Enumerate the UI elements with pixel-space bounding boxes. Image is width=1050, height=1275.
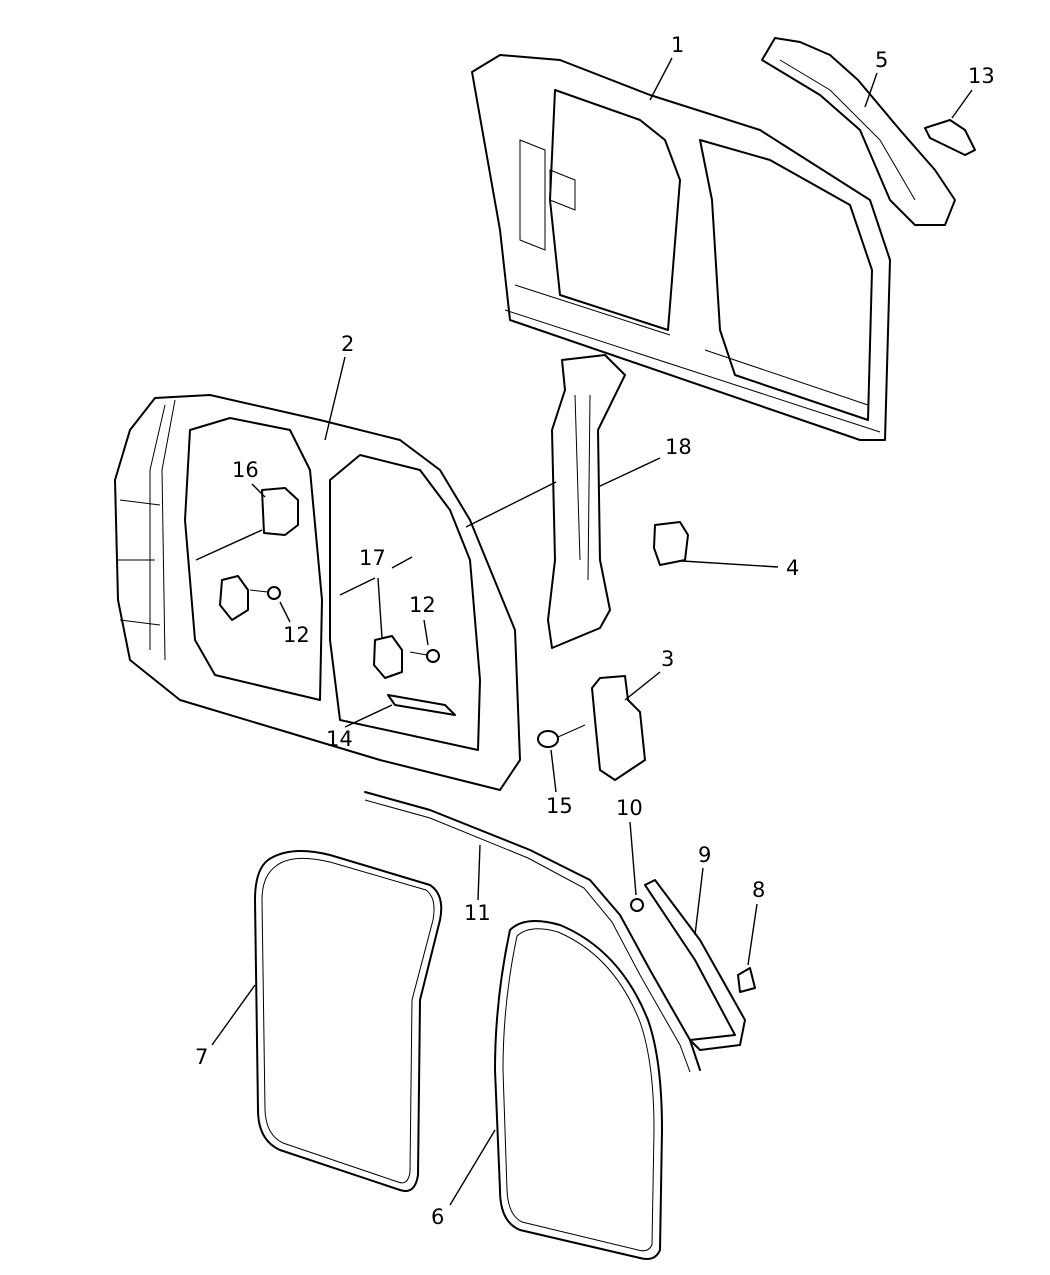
callout-2: 2 [341,332,354,356]
part-15-plug [537,724,586,748]
part-12-bolts [249,586,440,663]
part-11-roof-weatherstrip [364,791,701,1073]
callout-15: 15 [546,794,573,818]
part-3-bracket [591,675,646,781]
part-7-rear-door-seal [254,850,443,1192]
part-5-a-pillar [761,37,956,226]
callout-1: 1 [671,33,684,57]
callout-11: 11 [464,901,491,925]
callout-4: 4 [786,556,799,580]
callout-8: 8 [752,878,765,902]
callout-10: 10 [616,796,643,820]
part-8-cap [737,967,756,993]
part-14-bracket [387,694,456,716]
callout-12-second: 12 [409,593,436,617]
callout-12: 12 [283,623,310,647]
callout-16: 16 [232,458,259,482]
callout-18: 18 [665,435,692,459]
part-2-front-side-panel [114,394,521,791]
part-18-b-pillar [547,354,626,649]
callout-17: 17 [359,546,386,570]
callout-14: 14 [326,727,353,751]
part-6-front-door-seal [494,920,663,1260]
callout-5: 5 [875,48,888,72]
callout-3: 3 [661,647,674,671]
part-16-hinge [261,487,299,536]
part-9-seal [644,879,746,1051]
part-10-clip [630,898,644,912]
part-4-clip [653,521,689,566]
part-17-hinges [219,575,403,679]
callout-9: 9 [698,843,711,867]
part-1-body-side-aperture [471,54,891,441]
callout-6: 6 [431,1205,444,1229]
callout-13: 13 [968,64,995,88]
callout-7: 7 [195,1045,208,1069]
part-13-bracket [924,119,976,156]
leader-lines [195,57,973,1206]
